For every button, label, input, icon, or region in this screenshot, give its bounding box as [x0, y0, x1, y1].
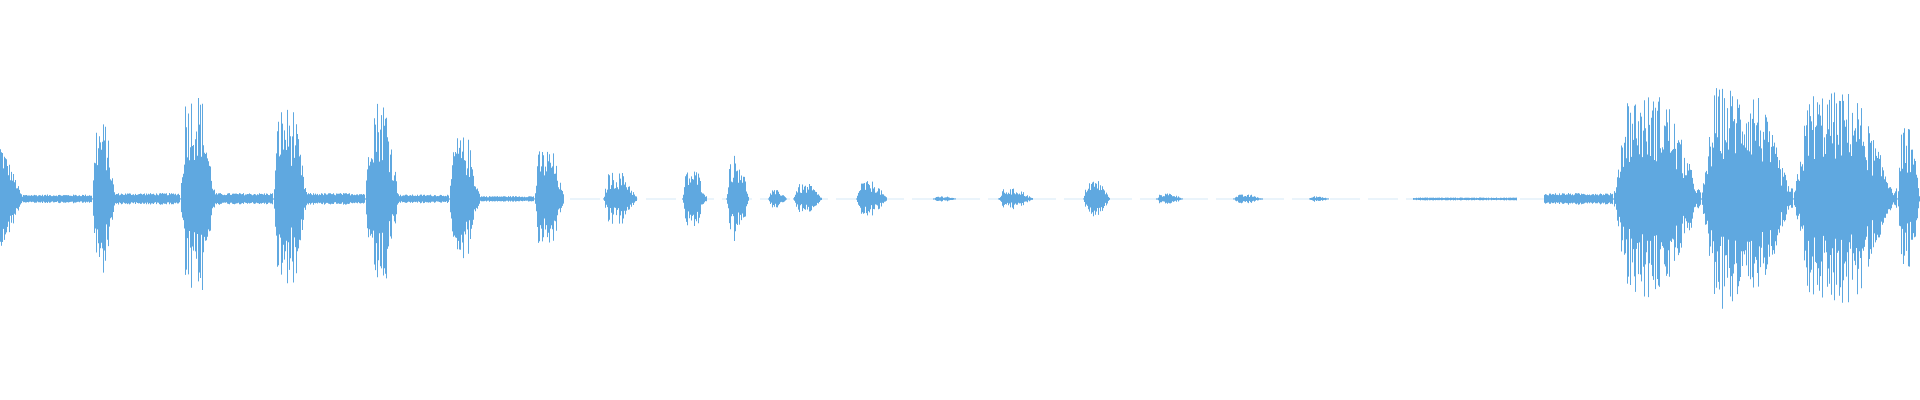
waveform-segment-9	[399, 194, 449, 204]
waveform-segment-22	[1156, 193, 1183, 204]
waveform-segment-5	[215, 193, 273, 205]
waveform-segment-3	[115, 193, 180, 205]
waveform-segment-2	[92, 124, 115, 273]
waveform-segment-27	[1613, 97, 1701, 298]
waveform-segment-7	[307, 193, 365, 205]
waveform-segment-12	[534, 151, 564, 243]
waveform-segment-29	[1793, 92, 1897, 303]
waveform-segment-23	[1233, 194, 1263, 204]
waveform-segment-24	[1309, 196, 1329, 202]
waveform-segment-28	[1701, 88, 1793, 309]
waveform-segment-0	[0, 149, 23, 246]
waveform-segment-17	[793, 184, 822, 212]
waveform-segment-13	[603, 172, 637, 224]
waveform-segment-19	[933, 196, 956, 202]
waveform-segment-10	[449, 137, 480, 259]
waveform-segment-26	[1544, 193, 1613, 205]
waveform-segment-6	[273, 109, 307, 284]
waveform-segment-25	[1413, 197, 1517, 201]
waveform-segment-1	[23, 194, 92, 204]
waveform-segment-16	[768, 190, 787, 208]
waveform-segment-18	[856, 181, 887, 216]
waveform-segment-4	[180, 98, 215, 290]
waveform-segment-14	[682, 171, 707, 226]
waveform-segment-11	[480, 196, 534, 202]
waveform-segment-30	[1897, 128, 1920, 267]
waveform-segment-15	[726, 155, 749, 241]
waveform-segment-20	[998, 188, 1033, 210]
waveform-segment-8	[365, 103, 399, 279]
waveform-segment-21	[1083, 181, 1110, 217]
